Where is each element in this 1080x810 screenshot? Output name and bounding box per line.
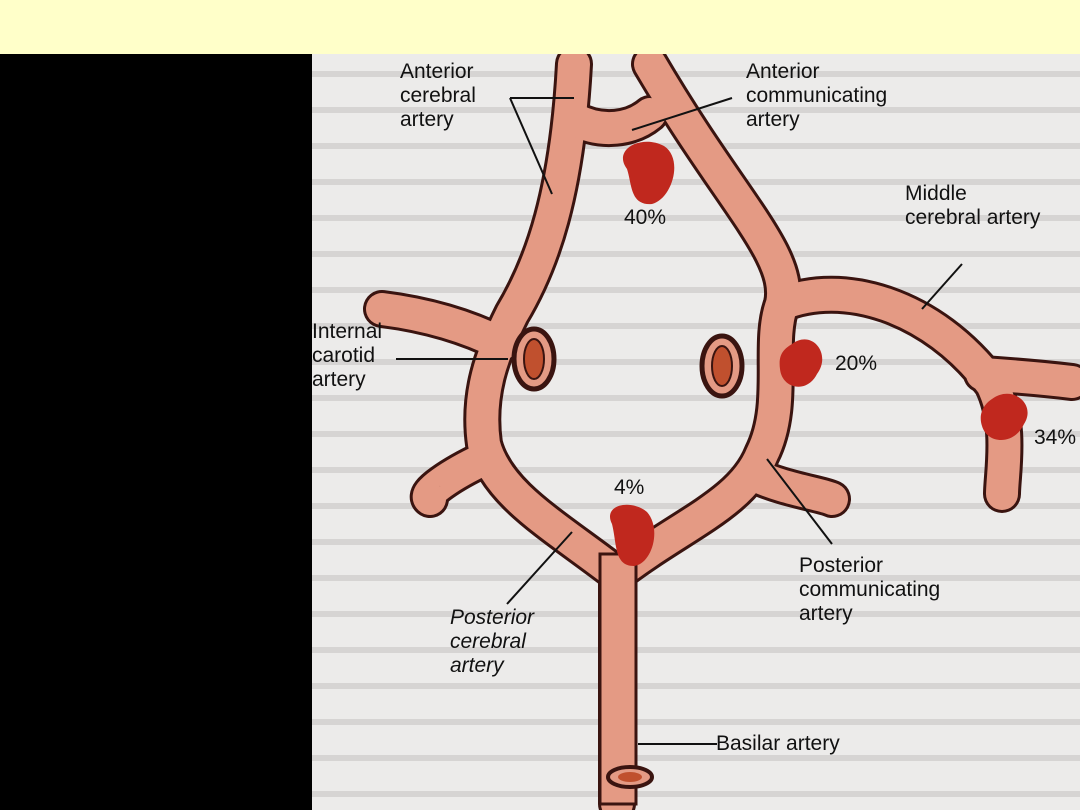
cerebral-arteries-diagram: Anterior cerebral artery Anterior commun…: [312, 54, 1080, 810]
label-line: communicating: [746, 84, 888, 107]
basilar-lumen: [618, 772, 642, 782]
label-basilar: Basilar artery: [716, 732, 840, 755]
label-line: cerebral: [400, 84, 476, 107]
label-line: Posterior: [450, 606, 535, 629]
aneurysm-internal-carotid: [779, 339, 823, 387]
percent-anterior-communicating: 40%: [624, 206, 667, 229]
top-banner: [0, 0, 1080, 54]
label-internal-carotid: Internal carotid artery: [312, 320, 382, 392]
label-posterior-communicating: Posterior communicating artery: [799, 554, 940, 626]
leader-middle-cerebral: [921, 263, 963, 310]
label-line: cerebral: [450, 630, 526, 653]
aneurysms: [610, 141, 1028, 566]
label-anterior-communicating: Anterior communicating artery: [746, 60, 887, 132]
right-carotid-lumen: [711, 345, 733, 387]
label-line: artery: [312, 368, 366, 391]
percent-middle-cerebral: 34%: [1034, 426, 1077, 449]
label-line: Middle: [905, 182, 967, 205]
label-line: Anterior: [746, 60, 820, 83]
label-middle-cerebral: Middle cerebral artery: [905, 182, 1040, 230]
label-line: Internal: [312, 320, 383, 343]
label-line: cerebral artery: [905, 206, 1041, 229]
leader-lines: [396, 97, 963, 745]
aneurysm-basilar-tip: [610, 504, 655, 566]
leader-posterior-communicating: [766, 458, 833, 545]
label-line: artery: [450, 654, 504, 677]
label-line: artery: [799, 602, 853, 625]
left-black-panel: [0, 54, 312, 810]
left-carotid-lumen: [523, 338, 545, 380]
leader-anterior-communicating: [631, 97, 733, 131]
leader-posterior-cerebral: [506, 531, 573, 605]
diagram-canvas: [312, 54, 1080, 810]
label-line: communicating: [799, 578, 941, 601]
aneurysm-anterior-communicating: [622, 141, 675, 205]
label-line: Anterior: [400, 60, 474, 83]
label-line: artery: [400, 108, 454, 131]
label-line: carotid: [312, 344, 376, 367]
percent-internal-carotid: 20%: [835, 352, 878, 375]
percent-basilar-tip: 4%: [614, 476, 645, 499]
aneurysm-middle-cerebral: [980, 393, 1028, 440]
label-line: Posterior: [799, 554, 884, 577]
label-anterior-cerebral: Anterior cerebral artery: [400, 60, 476, 132]
leader-anterior-cerebral-2: [509, 97, 553, 195]
label-line: artery: [746, 108, 800, 131]
carotid-cut-ends: [511, 326, 745, 789]
label-posterior-cerebral: Posterior cerebral artery: [450, 606, 534, 678]
